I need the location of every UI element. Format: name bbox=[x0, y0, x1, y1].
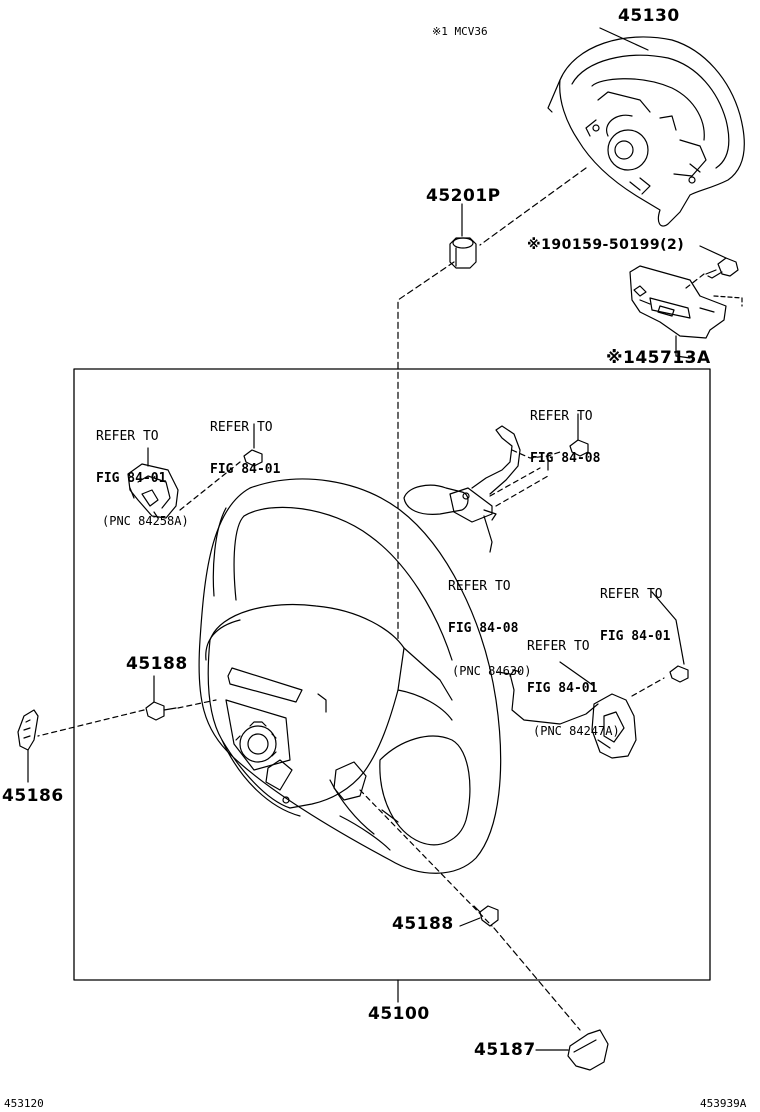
assembly-frame bbox=[73, 368, 711, 981]
refer-note-line2: FIG 84-08 bbox=[448, 621, 519, 636]
bracket-45713a-drawing bbox=[629, 265, 727, 339]
steering-wheel-drawing bbox=[198, 478, 502, 874]
nut-45201p-drawing bbox=[449, 237, 477, 269]
refer-note-line1: REFER TO bbox=[210, 420, 273, 435]
refer-note-84-01-right: REFER TO FIG 84-01 bbox=[600, 560, 670, 672]
note-mcv36: ※1 MCV36 bbox=[432, 25, 488, 38]
refer-note-84630: REFER TO FIG 84-08 (PNC 84630) bbox=[448, 552, 531, 706]
part-label-90159-50199: ※190159-50199(2) bbox=[527, 237, 685, 253]
screw-90159-drawing bbox=[705, 257, 739, 279]
refer-note-line3: (PNC 84258A) bbox=[102, 514, 189, 528]
cover-45187-drawing bbox=[567, 1029, 609, 1071]
refer-note-line2: FIG 84-01 bbox=[600, 629, 671, 644]
part-label-45186: 45186 bbox=[2, 786, 64, 806]
refer-note-84-01-screw: REFER TO FIG 84-01 bbox=[210, 393, 280, 505]
part-label-45100: 45100 bbox=[368, 1004, 430, 1024]
switch-bezel-left-drawing bbox=[127, 463, 179, 519]
footer-left-code: 453120 bbox=[4, 1097, 44, 1110]
refer-note-line2: FIG 84-08 bbox=[530, 451, 601, 466]
part-label-45130: 45130 bbox=[618, 6, 680, 26]
refer-note-line1: REFER TO bbox=[530, 409, 593, 424]
part-label-45188-upper: 45188 bbox=[126, 654, 188, 674]
refer-note-84258a: REFER TO FIG 84-01 (PNC 84258A) bbox=[96, 402, 189, 556]
refer-note-line2: FIG 84-01 bbox=[96, 471, 167, 486]
cover-45186-drawing bbox=[17, 709, 39, 751]
refer-note-line2: FIG 84-01 bbox=[527, 681, 598, 696]
screw-45188-upper-drawing bbox=[145, 701, 177, 721]
part-label-45188-lower: 45188 bbox=[392, 914, 454, 934]
refer-note-line2: FIG 84-01 bbox=[210, 462, 281, 477]
switch-center-drawing bbox=[403, 425, 521, 523]
horn-pad-drawing bbox=[547, 36, 745, 227]
refer-note-line1: REFER TO bbox=[96, 429, 159, 444]
refer-note-line1: REFER TO bbox=[600, 587, 663, 602]
refer-note-84-08-screw: REFER TO FIG 84-08 bbox=[530, 382, 600, 494]
refer-note-line1: REFER TO bbox=[527, 639, 590, 654]
screw-45188-lower-drawing bbox=[473, 905, 499, 927]
part-label-45201p: 45201P bbox=[426, 186, 501, 206]
footer-right-code: 453939A bbox=[700, 1097, 747, 1110]
screw-upper-left-drawing bbox=[243, 449, 263, 467]
refer-note-line1: REFER TO bbox=[448, 579, 511, 594]
refer-note-line3: (PNC 84247A) bbox=[533, 724, 620, 738]
part-label-45187: 45187 bbox=[474, 1040, 536, 1060]
switch-right-drawing bbox=[497, 669, 637, 759]
screw-right-drawing bbox=[669, 665, 689, 683]
refer-note-84247a: REFER TO FIG 84-01 (PNC 84247A) bbox=[527, 612, 620, 766]
part-label-45713a: ※145713A bbox=[606, 348, 711, 368]
refer-note-line3: (PNC 84630) bbox=[452, 664, 532, 678]
